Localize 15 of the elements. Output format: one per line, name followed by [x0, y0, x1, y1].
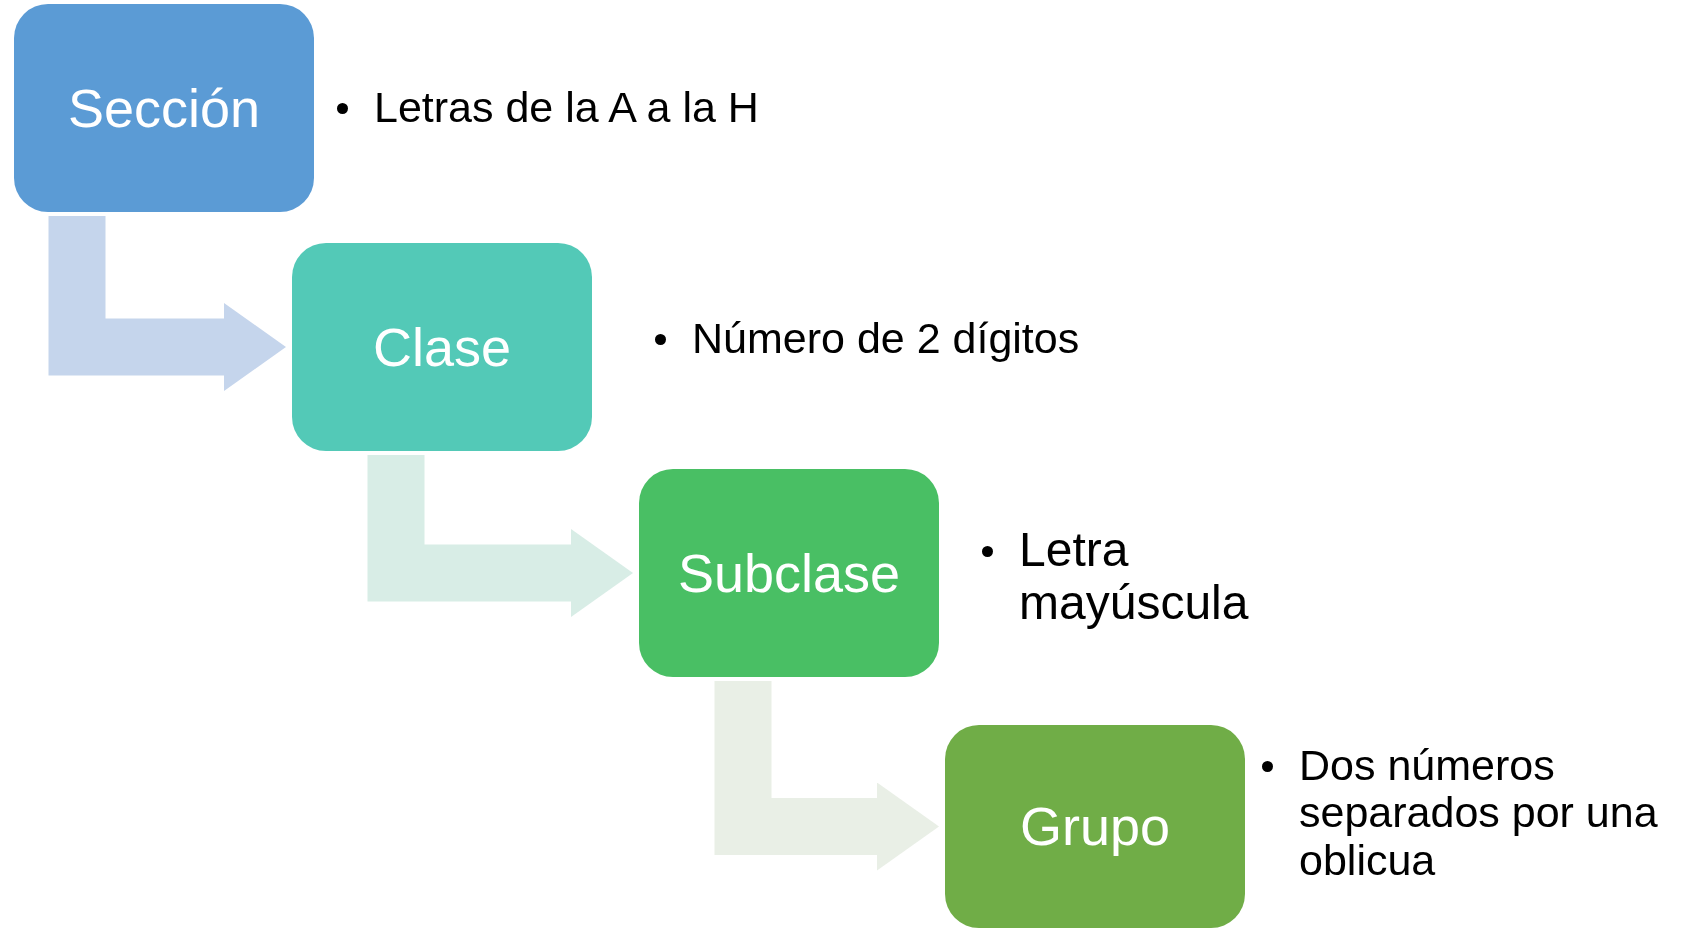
bent-arrow	[48, 216, 286, 391]
box-label: Subclase	[677, 541, 901, 605]
box-label: Clase	[372, 315, 512, 379]
box-label: Grupo	[1019, 795, 1171, 858]
rounded-box	[14, 4, 314, 212]
bullet-text: Número de 2 dígitos	[692, 315, 1080, 363]
rounded-box	[639, 469, 939, 677]
bullet-text: Letras de la A a la H	[374, 84, 759, 132]
bent-arrow	[714, 681, 939, 871]
rounded-box	[292, 243, 592, 451]
bent-arrow	[367, 455, 633, 617]
box-label: Sección	[67, 76, 261, 140]
rounded-box	[945, 725, 1245, 928]
bullet-text: Letra mayúscula	[1019, 524, 1250, 630]
bullet-text: Dos números separados por una oblicua	[1299, 742, 1659, 884]
